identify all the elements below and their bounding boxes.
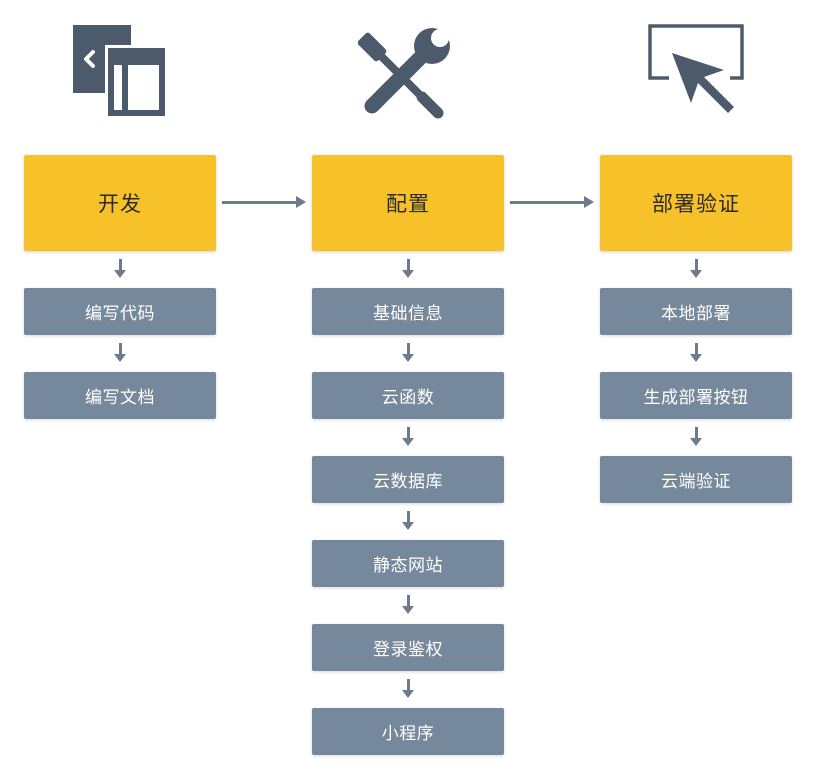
pointer-screen-icon	[648, 24, 744, 113]
column-deploy: 部署验证 本地部署 生成部署按钮 云端验证	[600, 155, 792, 503]
step-cloud-verify: 云端验证	[600, 456, 792, 503]
step-local-deploy: 本地部署	[600, 288, 792, 335]
step-static-website: 静态网站	[312, 540, 504, 587]
step-mini-program: 小程序	[312, 708, 504, 755]
down-arrow	[312, 419, 504, 456]
down-arrow	[600, 251, 792, 288]
step-generate-deploy-button: 生成部署按钮	[600, 372, 792, 419]
step-cloud-function: 云函数	[312, 372, 504, 419]
down-arrow	[24, 335, 216, 372]
stage-develop: 开发	[24, 155, 216, 251]
flow-arrow-1	[222, 196, 306, 210]
down-arrow	[312, 587, 504, 624]
wrench-screwdriver-icon	[358, 24, 453, 119]
step-cloud-database: 云数据库	[312, 456, 504, 503]
step-write-code: 编写代码	[24, 288, 216, 335]
down-arrow	[312, 335, 504, 372]
down-arrow	[600, 419, 792, 456]
down-arrow	[600, 335, 792, 372]
down-arrow	[312, 503, 504, 540]
step-basic-info: 基础信息	[312, 288, 504, 335]
flow-arrow-2	[510, 196, 594, 210]
down-arrow	[312, 671, 504, 708]
stage-deploy-verify: 部署验证	[600, 155, 792, 251]
step-login-auth: 登录鉴权	[312, 624, 504, 671]
down-arrow	[312, 251, 504, 288]
stage-config: 配置	[312, 155, 504, 251]
down-arrow	[24, 251, 216, 288]
browser-window-icon	[73, 25, 168, 119]
column-develop: 开发 编写代码 编写文档	[24, 155, 216, 419]
step-write-docs: 编写文档	[24, 372, 216, 419]
column-config: 配置 基础信息 云函数 云数据库 静态网站 登录鉴权 小程序	[312, 155, 504, 755]
